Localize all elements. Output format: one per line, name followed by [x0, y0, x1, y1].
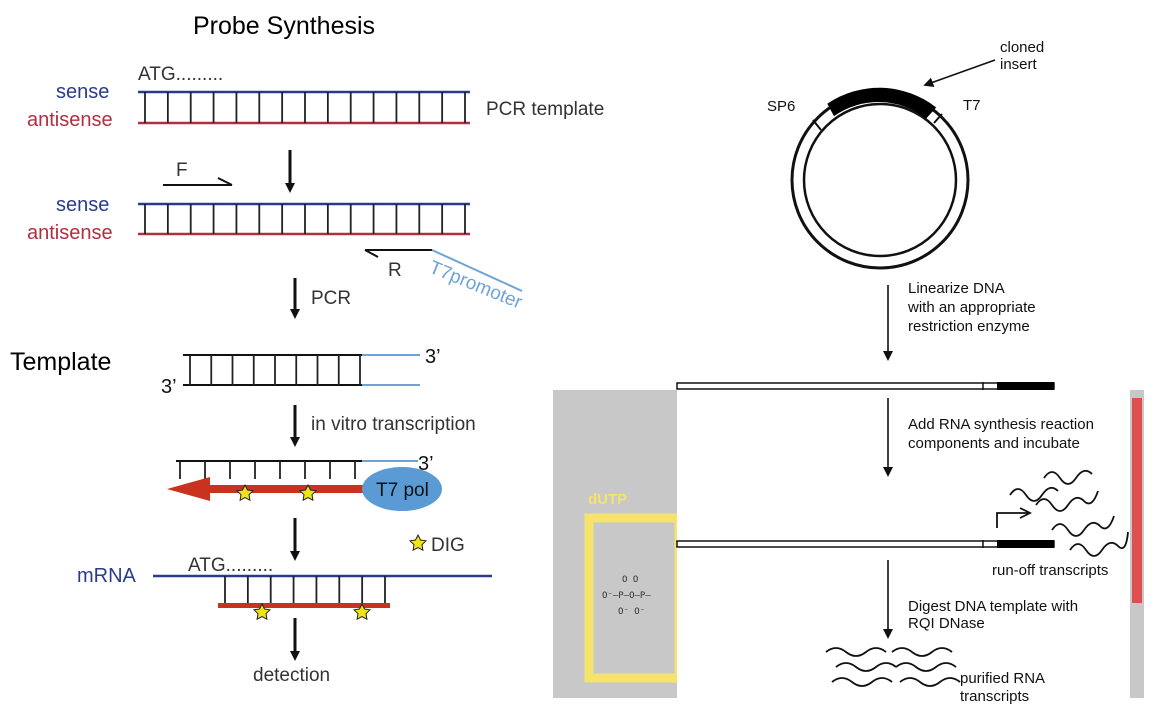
transcription-template — [176, 460, 418, 479]
t7-pol-label: T7 pol — [376, 480, 429, 501]
dig-star-icon — [252, 602, 272, 621]
nascent-rna-arrow — [167, 477, 363, 501]
purified-line-2: transcripts — [960, 688, 1029, 705]
pcr-product-duplex — [183, 354, 420, 386]
probe-mrna-hybrid — [153, 574, 492, 608]
linear-dna-1 — [676, 382, 1055, 390]
sense-label-2: sense — [56, 194, 109, 216]
atg-label-mrna: ATG......... — [188, 555, 273, 576]
gray-side-panel — [553, 390, 677, 698]
pcr-template-duplex — [138, 90, 470, 125]
add-rna-line-2: components and incubate — [908, 435, 1080, 452]
dig-star-icon — [298, 483, 318, 502]
red-edge-bar — [1132, 398, 1142, 603]
pcr-template-label: PCR template — [486, 99, 604, 120]
dutp-oxygen-top: O O — [622, 575, 638, 585]
three-prime-top: 3’ — [425, 346, 441, 368]
reverse-primer-label: R — [388, 260, 402, 281]
pcr-label: PCR — [311, 288, 351, 309]
linearize-line-3: restriction enzyme — [908, 318, 1030, 335]
t7-polymerase-icon — [362, 467, 442, 511]
plasmid-circle — [790, 87, 970, 270]
mrna-label: mRNA — [77, 565, 137, 587]
ivt-label: in vitro transcription — [311, 414, 476, 435]
sp6-label: SP6 — [767, 98, 795, 115]
dutp-label: dUTP — [588, 491, 627, 508]
insert-pointer-arrow — [923, 59, 996, 88]
antisense-label-2: antisense — [27, 222, 113, 244]
dig-star-icon — [235, 483, 255, 502]
dig-legend-label: DIG — [431, 535, 465, 556]
cloned-insert-label-1: cloned — [1000, 39, 1044, 56]
template-duplex-2 — [138, 202, 470, 236]
reverse-primer-arrow — [364, 249, 523, 292]
dig-star-icon — [352, 602, 372, 621]
three-prime-transcription: 3’ — [418, 453, 434, 475]
digest-line-1: Digest DNA template with — [908, 598, 1078, 615]
sense-label-1: sense — [56, 81, 109, 103]
purified-rna-squiggles — [825, 647, 961, 687]
add-rna-line-1: Add RNA synthesis reaction — [908, 416, 1094, 433]
three-prime-bottom: 3’ — [161, 376, 177, 398]
forward-primer-label: F — [176, 160, 188, 181]
detection-label: detection — [253, 665, 330, 686]
cloned-insert-label-2: insert — [1000, 56, 1038, 73]
t7-site-label: T7 — [963, 97, 981, 114]
cloned-insert-segment — [827, 87, 937, 119]
template-label: Template — [10, 348, 111, 376]
runoff-transcripts-squiggles — [996, 469, 1129, 557]
linear-dna-2 — [676, 540, 1055, 548]
linearize-line-1: Linearize DNA — [908, 280, 1005, 297]
white-plate — [677, 390, 1130, 710]
antisense-label-1: antisense — [27, 109, 113, 131]
linearize-line-2: with an appropriate — [907, 299, 1036, 316]
digest-line-2: RQI DNase — [908, 615, 985, 632]
purified-line-1: purified RNA — [960, 670, 1045, 687]
runoff-label: run-off transcripts — [992, 562, 1108, 579]
dutp-phosphate-text: O⁻–P–O–P– — [602, 591, 651, 601]
atg-label-top: ATG......... — [138, 64, 223, 85]
dutp-oxygen-bottom: O⁻ O⁻ — [618, 607, 645, 617]
dig-legend-star-icon — [408, 533, 428, 552]
probe-synthesis-title: Probe Synthesis — [193, 12, 375, 40]
